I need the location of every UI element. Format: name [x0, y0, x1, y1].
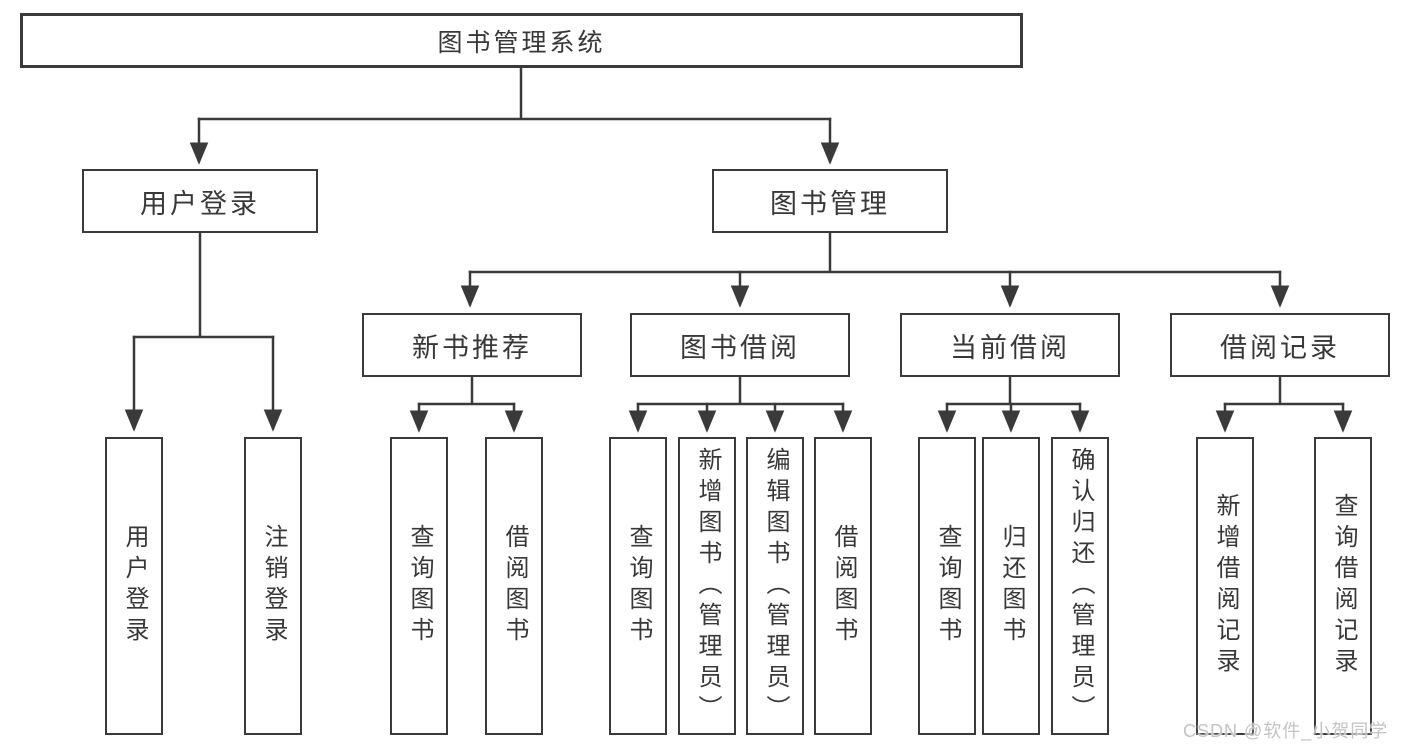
leaf-query-books-borrow: 查询图书 [609, 437, 667, 735]
node-label: 用户登录 [140, 188, 260, 219]
leaf-label: 注销登录 [260, 524, 287, 648]
leaf-label: 查询图书 [934, 524, 961, 648]
leaf-return-book: 归还图书 [982, 437, 1040, 735]
leaf-add-book-admin: 新增图书（管理员） [678, 437, 736, 735]
leaf-label: 用户登录 [121, 524, 148, 648]
leaf-add-borrow-record: 新增借阅记录 [1196, 437, 1254, 735]
leaf-query-borrow-record: 查询借阅记录 [1314, 437, 1372, 735]
leaf-label: 查询图书 [625, 524, 652, 648]
node-user-login: 用户登录 [82, 169, 318, 233]
leaf-label: 借阅图书 [501, 524, 528, 648]
watermark: CSDN @软件_小贺同学 [1183, 721, 1389, 741]
node-label: 借阅记录 [1220, 332, 1340, 363]
node-library-system: 图书管理系统 [20, 13, 1023, 68]
node-new-book-recommend: 新书推荐 [362, 313, 582, 377]
leaf-logout: 注销登录 [244, 437, 302, 735]
leaf-borrow-books-recommend: 借阅图书 [485, 437, 543, 735]
leaf-edit-book-admin: 编辑图书（管理员） [746, 437, 804, 735]
leaf-label: 新增图书（管理员） [694, 446, 721, 726]
leaf-confirm-return-admin: 确认归还（管理员） [1051, 437, 1109, 735]
node-label: 图书管理 [770, 188, 890, 219]
node-book-management: 图书管理 [712, 169, 948, 233]
node-book-borrow: 图书借阅 [630, 313, 850, 377]
leaf-label: 归还图书 [998, 524, 1025, 648]
node-label: 新书推荐 [412, 332, 532, 363]
leaf-query-books-recommend: 查询图书 [390, 437, 448, 735]
leaf-user-login: 用户登录 [105, 437, 163, 735]
node-label: 图书借阅 [680, 332, 800, 363]
node-current-borrow: 当前借阅 [900, 313, 1120, 377]
leaf-label: 查询借阅记录 [1330, 493, 1357, 679]
leaf-label: 借阅图书 [830, 524, 857, 648]
leaf-query-books-current: 查询图书 [918, 437, 976, 735]
leaf-label: 编辑图书（管理员） [762, 446, 789, 726]
node-borrow-records: 借阅记录 [1170, 313, 1390, 377]
node-label: 当前借阅 [950, 332, 1070, 363]
node-label: 图书管理系统 [437, 28, 606, 57]
leaf-borrow-books: 借阅图书 [814, 437, 872, 735]
leaf-label: 确认归还（管理员） [1067, 446, 1094, 726]
leaf-label: 查询图书 [406, 524, 433, 648]
leaf-label: 新增借阅记录 [1212, 493, 1239, 679]
